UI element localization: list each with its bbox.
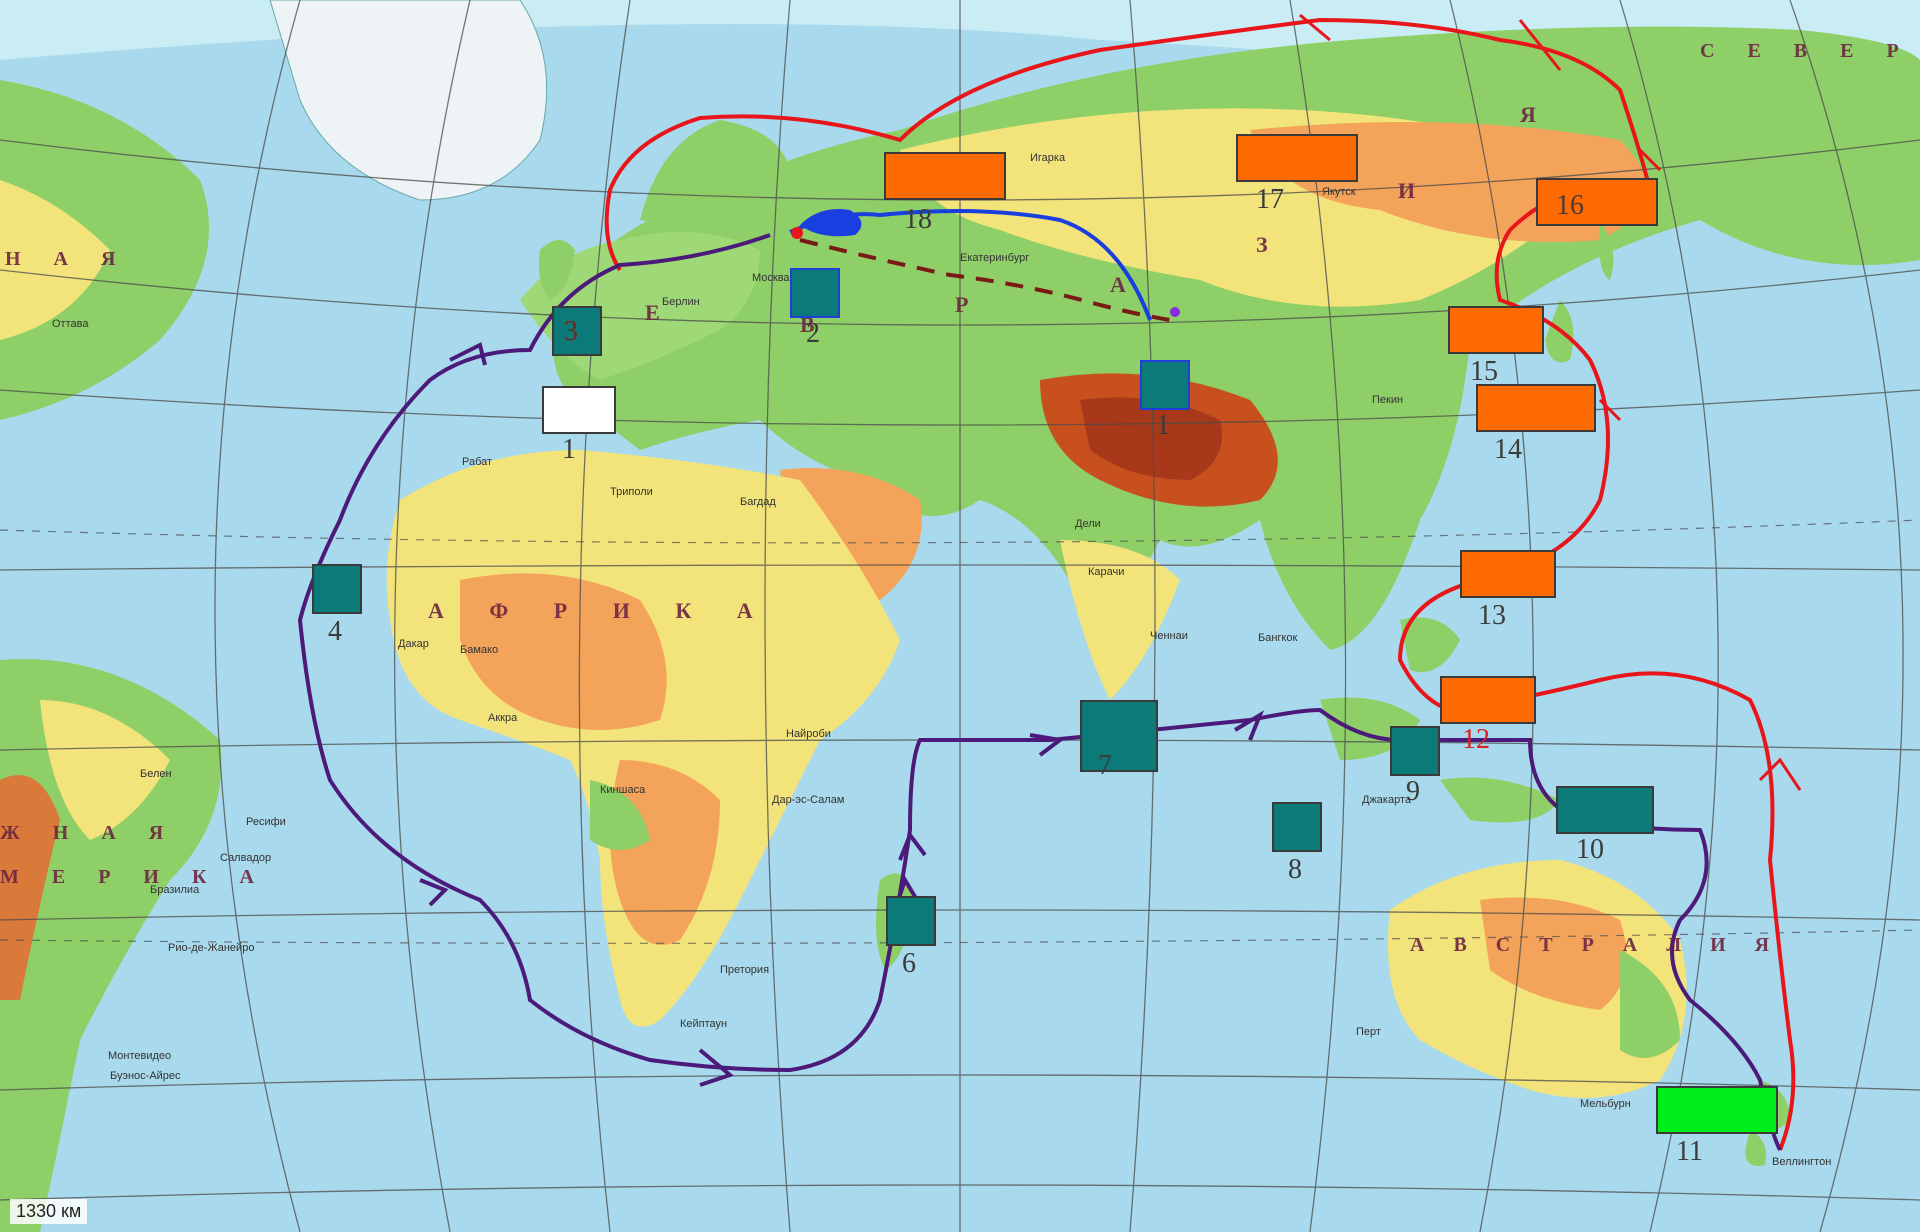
city-label-moscow: Москва: [752, 272, 790, 284]
city-label-brasilia: Бразилиа: [150, 884, 200, 896]
number-label-16: 16: [1556, 190, 1584, 221]
continent-label-eurasia-2: В: [800, 312, 835, 337]
answer-box-10[interactable]: [1556, 786, 1654, 834]
city-label-beijing: Пекин: [1372, 394, 1404, 406]
answer-box-16[interactable]: [1536, 178, 1658, 226]
answer-box-6[interactable]: [886, 896, 936, 946]
continent-label-south-america-2: М Е Р И К А: [0, 866, 268, 888]
city-label-delhi: Дели: [1075, 518, 1101, 530]
city-label-dar: Дар-эс-Салам: [772, 794, 845, 806]
city-label-salvador: Салвадор: [220, 852, 272, 864]
answer-box-9[interactable]: [1390, 726, 1440, 776]
continent-label-eurasia-5: З: [1256, 232, 1288, 257]
answer-box-2[interactable]: [790, 268, 840, 318]
number-label-13: 13: [1478, 600, 1506, 631]
city-label-tripoli: Триполи: [610, 486, 653, 498]
city-label-jakarta: Джакарта: [1362, 794, 1412, 806]
number-label-7: 7: [1098, 750, 1112, 781]
continent-label-eurasia-6: И: [1398, 178, 1436, 203]
answer-box-17[interactable]: [1236, 134, 1358, 182]
city-label-melbourne: Мельбурн: [1580, 1098, 1631, 1110]
number-label-12: 12: [1462, 724, 1490, 755]
continent-label-north-america: С Е В Е Р: [1700, 40, 1913, 62]
city-label-wellington: Веллингтон: [1772, 1156, 1832, 1168]
number-label-4: 4: [328, 616, 342, 647]
city-label-kinshasa: Киншаса: [600, 784, 646, 796]
city-label-karachi: Карачи: [1088, 566, 1125, 578]
number-label-10: 10: [1576, 834, 1604, 865]
route-dashed: [799, 238, 1171, 322]
continent-label-south-america-1: Ж Н А Я: [0, 822, 178, 844]
number-label-11: 11: [1676, 1136, 1703, 1167]
city-label-nairobi: Найроби: [786, 728, 831, 740]
answer-box-18[interactable]: [884, 152, 1006, 200]
city-label-chennai: Ченнаи: [1150, 630, 1188, 642]
number-label-2: 2: [806, 318, 820, 349]
city-label-belem: Белен: [140, 768, 172, 780]
answer-box-11[interactable]: [1656, 1086, 1778, 1134]
number-label-17: 17: [1256, 184, 1284, 215]
answer-box-1-west[interactable]: [542, 386, 616, 434]
answer-box-13[interactable]: [1460, 550, 1556, 598]
city-label-yakutsk: Якутск: [1322, 186, 1356, 198]
continent-label-america-left: Н А Я: [5, 248, 130, 270]
answer-box-3[interactable]: [552, 306, 602, 356]
city-label-berlin: Берлин: [662, 296, 700, 308]
scale-label: 1330 км: [10, 1199, 88, 1224]
continent-label-eurasia-4: А: [1110, 272, 1146, 297]
number-label-1-west: 1: [562, 434, 576, 465]
number-label-8: 8: [1288, 854, 1302, 885]
city-label-ottawa: Оттава: [52, 318, 89, 330]
city-label-dakar: Дакар: [398, 638, 429, 650]
number-label-1-east: 1: [1156, 410, 1170, 441]
number-label-14: 14: [1494, 434, 1522, 465]
city-label-baghdad: Багдад: [740, 496, 776, 508]
answer-box-8[interactable]: [1272, 802, 1322, 852]
city-label-pretoria: Претория: [720, 964, 770, 976]
number-label-3: 3: [564, 316, 578, 347]
continent-label-africa: А Ф Р И К А: [428, 598, 773, 623]
city-label-cape-town: Кейптаун: [680, 1018, 728, 1030]
city-label-rio: Рио-де-Жанейро: [168, 942, 255, 954]
answer-box-15[interactable]: [1448, 306, 1544, 354]
continent-label-eurasia-3: Р: [955, 292, 989, 317]
number-label-15: 15: [1470, 356, 1498, 387]
number-label-18: 18: [904, 204, 932, 235]
city-label-accra: Аккра: [488, 712, 518, 724]
city-label-igarka: Игарка: [1030, 152, 1066, 164]
answer-box-4[interactable]: [312, 564, 362, 614]
number-label-9: 9: [1406, 776, 1420, 807]
continent-label-australia: А В С Т Р А Л И Я: [1410, 934, 1782, 956]
answer-box-7[interactable]: [1080, 700, 1158, 772]
city-label-recife: Ресифи: [246, 816, 286, 828]
city-label-rabat: Рабат: [462, 456, 493, 468]
city-label-bamako: Бамако: [460, 644, 499, 656]
answer-box-1-east[interactable]: [1140, 360, 1190, 410]
city-label-buenos-aires: Буэнос-Айрес: [110, 1070, 181, 1082]
continent-label-eurasia-1: Е: [645, 300, 680, 325]
number-label-6: 6: [902, 948, 916, 979]
city-label-perth: Перт: [1356, 1026, 1381, 1038]
continent-label-eurasia-7: Я: [1520, 102, 1556, 127]
answer-box-12[interactable]: [1440, 676, 1536, 724]
answer-box-14[interactable]: [1476, 384, 1596, 432]
route-red: [604, 17, 1796, 1151]
city-label-bangkok: Бангкок: [1258, 632, 1298, 644]
city-label-ekaterinburg: Екатеринбург: [960, 252, 1030, 264]
city-label-montevideo: Монтевидео: [108, 1050, 172, 1062]
